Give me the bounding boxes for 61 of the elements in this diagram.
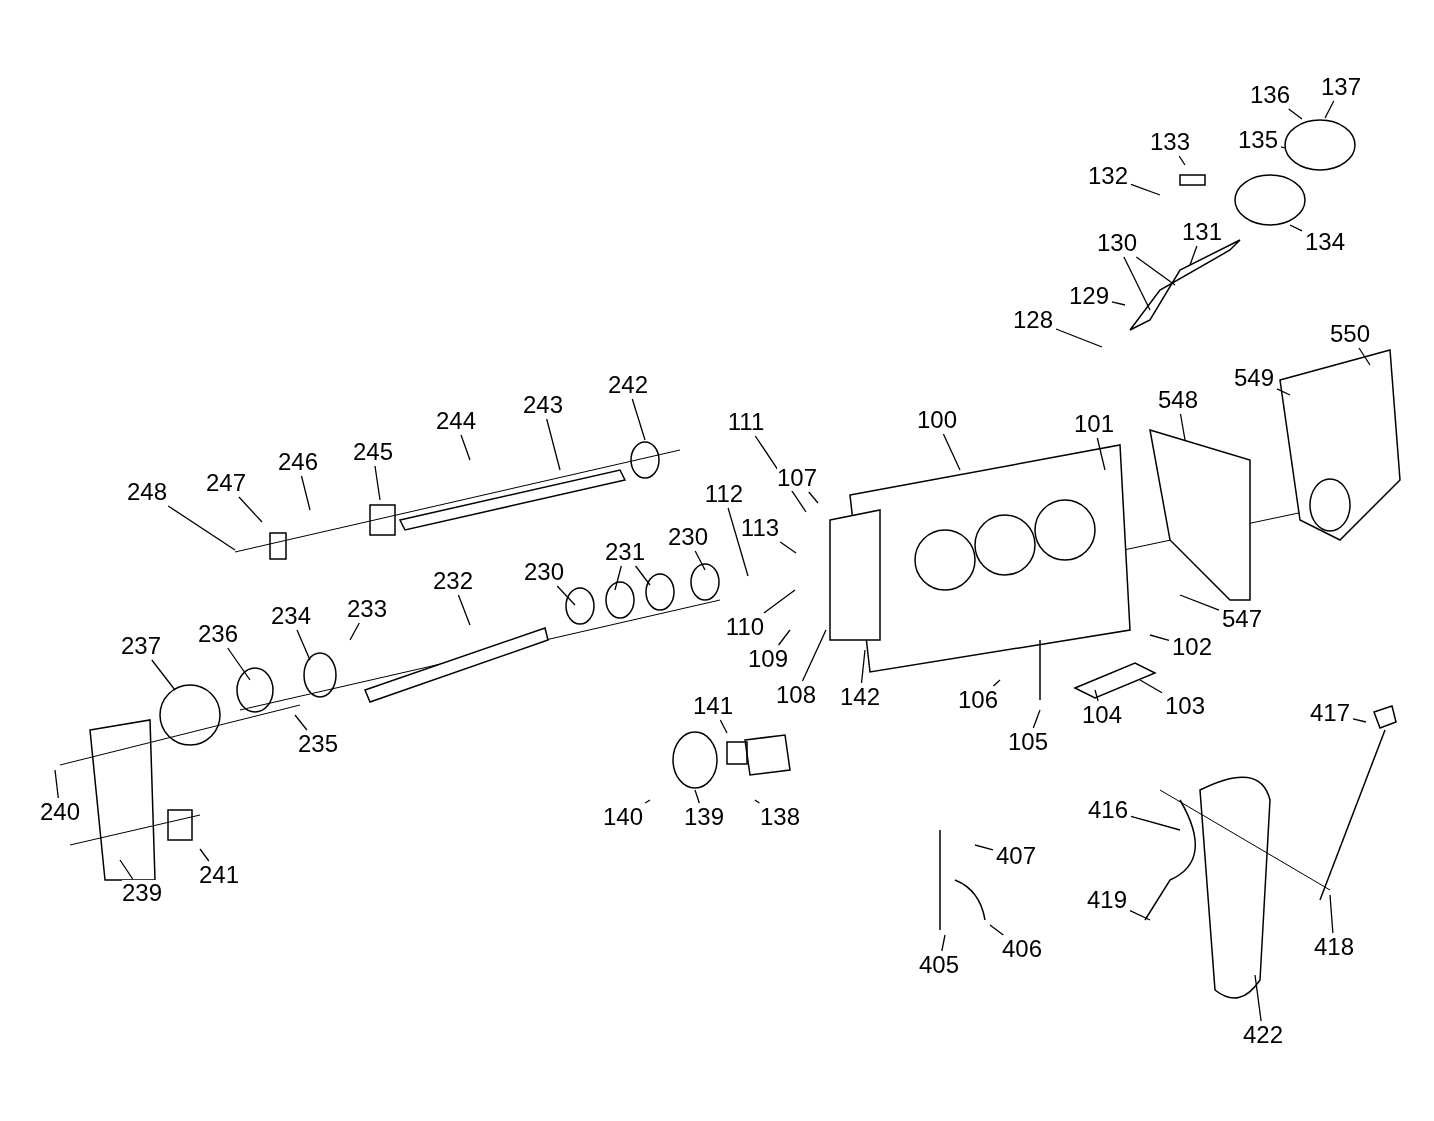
leader-line (151, 659, 176, 691)
leader-line (1358, 347, 1371, 366)
leader-line (942, 433, 961, 471)
leader-line (719, 719, 728, 734)
leader-line (941, 934, 946, 952)
leader-line (546, 418, 561, 471)
leader-line (1288, 108, 1303, 120)
leader-line (1096, 437, 1106, 471)
leader-line (1254, 974, 1262, 1022)
leader-line (1352, 718, 1367, 723)
leader-line (1329, 894, 1334, 934)
leader-line (631, 398, 646, 441)
leader-line (694, 789, 700, 804)
leader-line (374, 465, 381, 501)
leader-line (1032, 709, 1041, 729)
leader-line (1149, 634, 1170, 642)
leader-line (779, 541, 797, 554)
leader-line (989, 924, 1004, 936)
leader-line (1276, 388, 1291, 396)
leader-line (1189, 245, 1198, 266)
leader-line (974, 844, 994, 851)
leader-line (296, 629, 311, 661)
leader-line (808, 491, 819, 504)
leader-line (614, 565, 622, 591)
leader-line (457, 594, 471, 626)
callout-number: 107 (777, 465, 817, 491)
leader-line (294, 714, 308, 731)
leader-line (1111, 301, 1126, 306)
leader-line (1130, 815, 1181, 831)
leader-line (727, 507, 749, 577)
leader-line (54, 769, 59, 799)
leader-line (119, 859, 134, 880)
leader-line (1280, 146, 1286, 149)
leader-line (777, 629, 791, 646)
leader-line (199, 848, 210, 862)
leader-line (754, 799, 761, 804)
leader-line (1324, 100, 1335, 119)
leader-line (694, 550, 706, 571)
leader-line (1055, 328, 1103, 348)
leader-line (238, 496, 263, 523)
leader-line (763, 589, 796, 614)
leader-line (1179, 413, 1186, 441)
leader-line (801, 629, 827, 682)
leader-line (460, 434, 471, 461)
leader-line (556, 585, 576, 606)
leader-line (992, 679, 1001, 687)
leader-line (1289, 224, 1303, 232)
leader-line (227, 647, 251, 681)
leader-line (1123, 256, 1151, 311)
leader-line (1129, 910, 1151, 921)
leader-line (1139, 679, 1163, 694)
leader-line (1179, 594, 1220, 611)
leader-line (349, 622, 360, 641)
leader-line (634, 565, 651, 586)
leader-line (167, 505, 236, 551)
leader-line (860, 649, 866, 684)
leader-line (1130, 183, 1161, 196)
leader-line (644, 799, 651, 804)
leader-line (1094, 689, 1099, 702)
leader-line (300, 475, 311, 511)
leader-line (1135, 256, 1176, 286)
